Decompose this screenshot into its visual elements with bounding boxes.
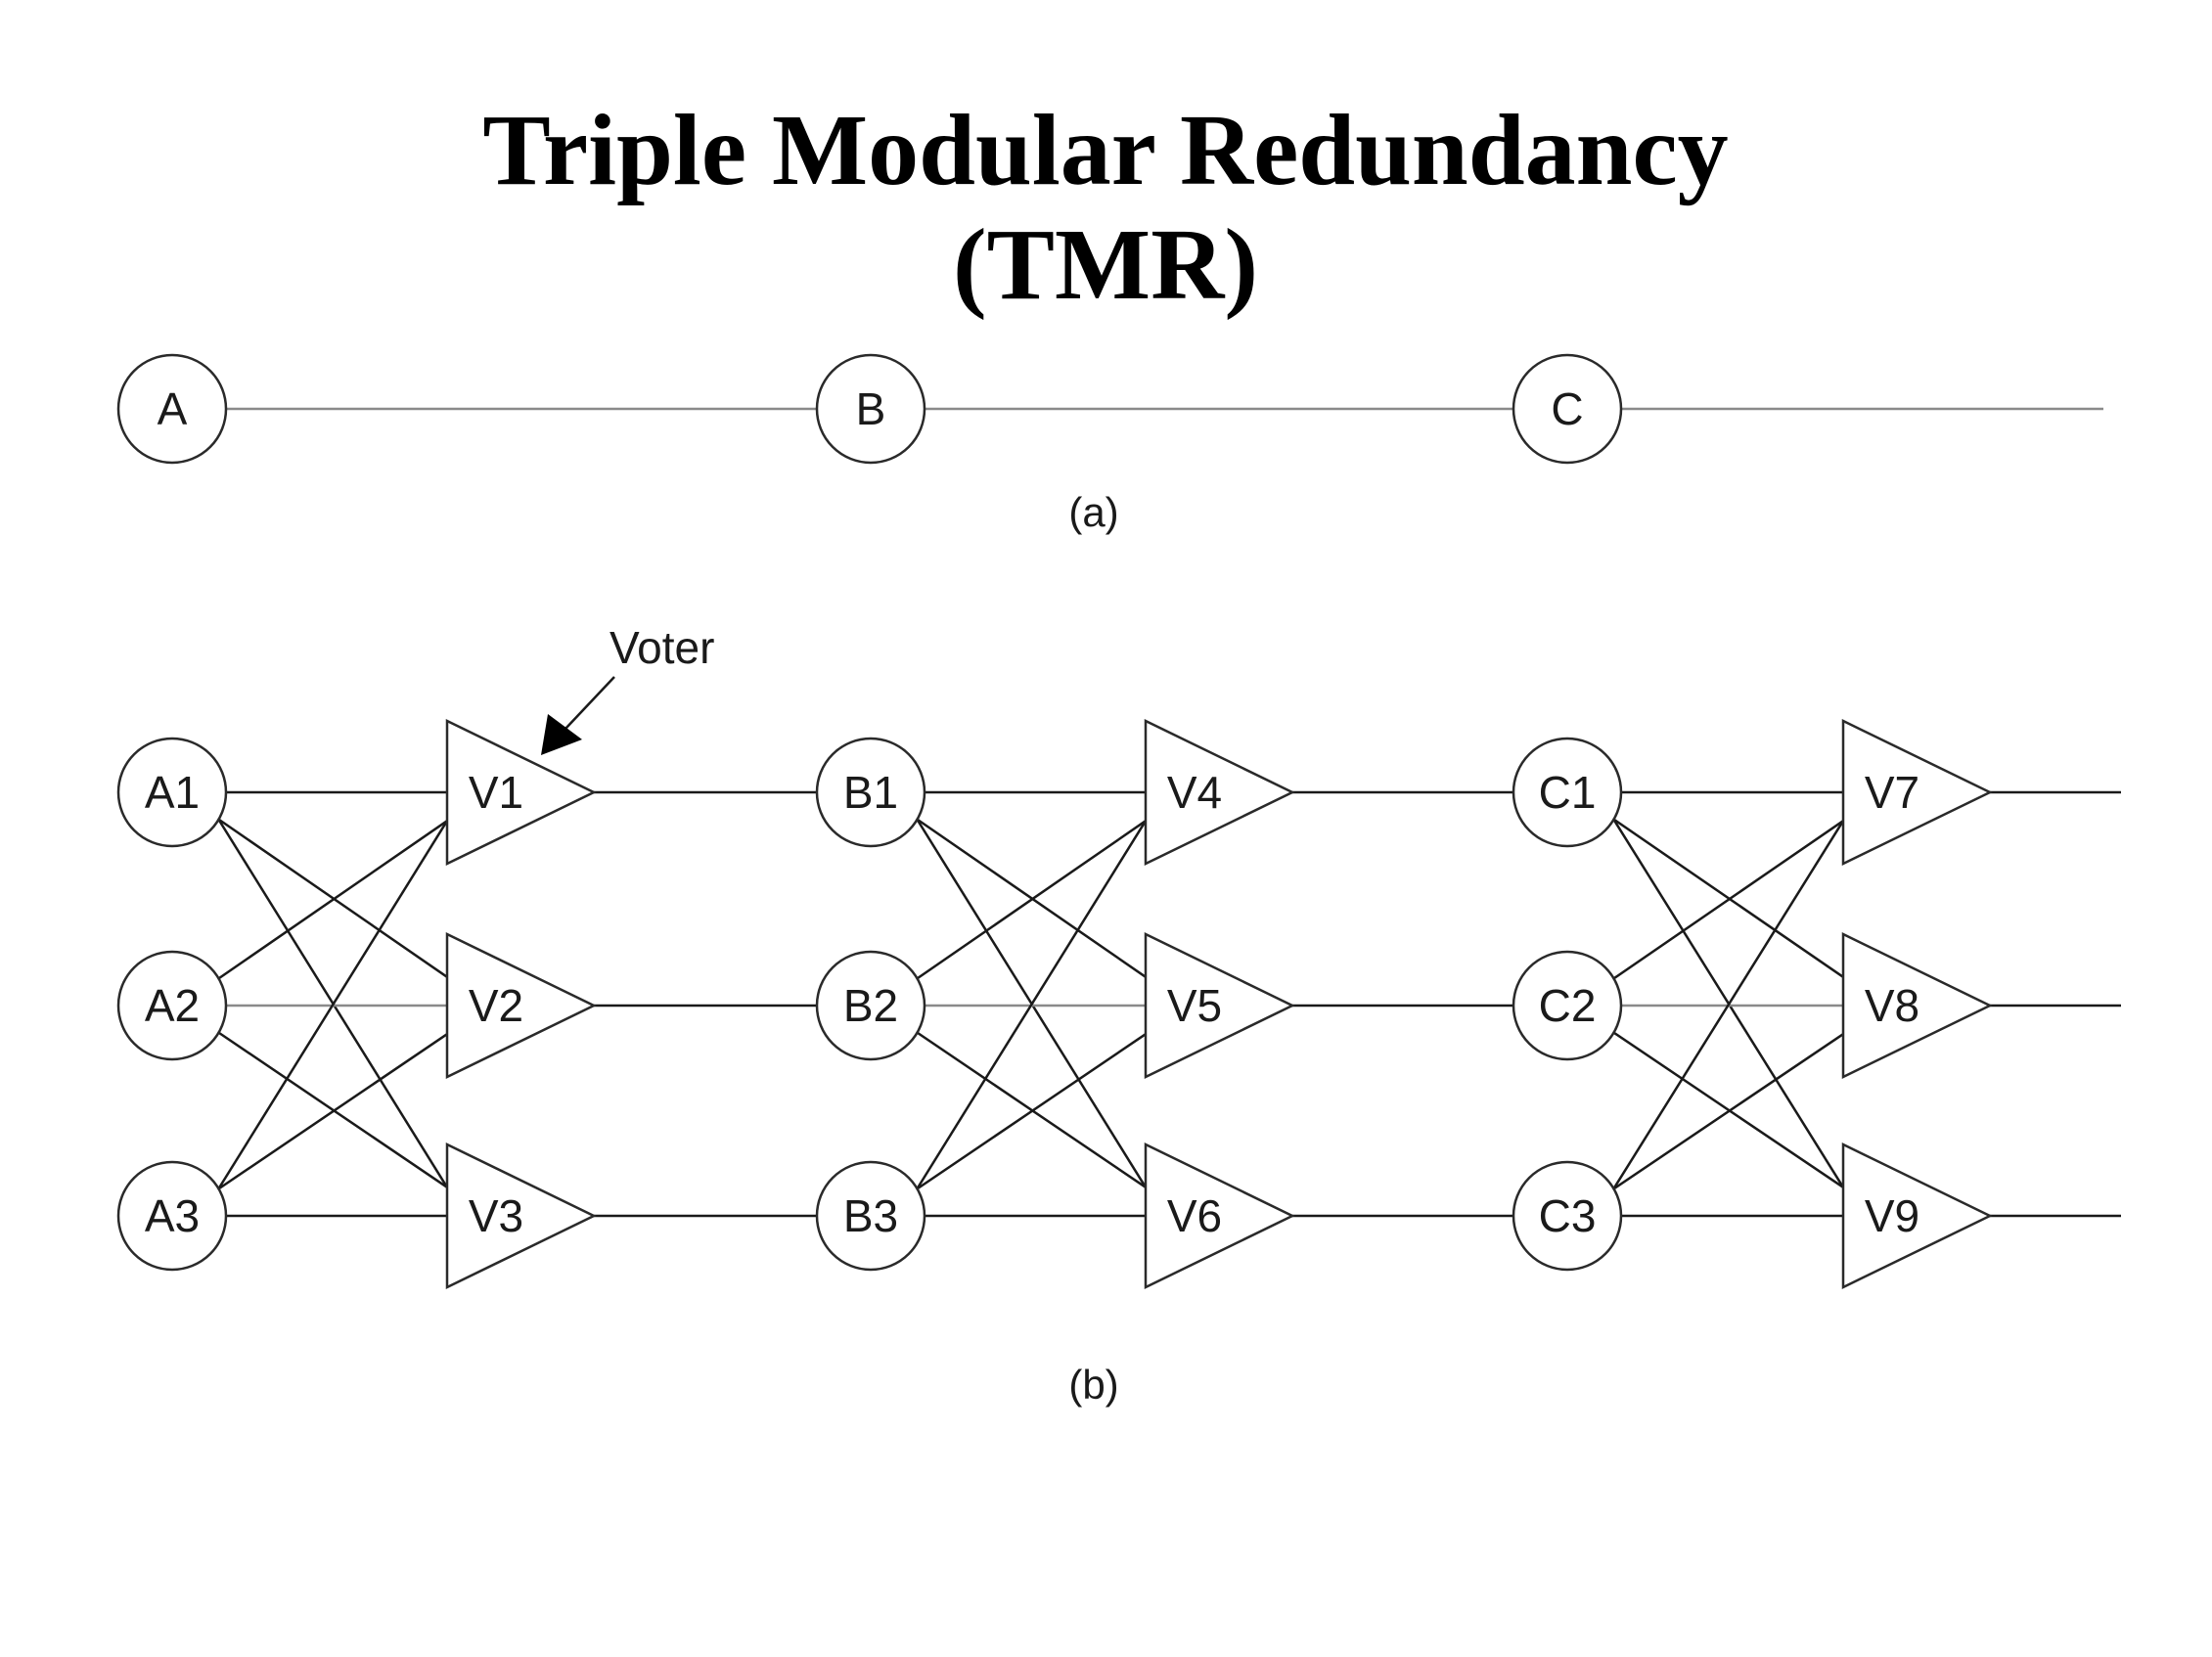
wire-b1-to-v5 — [916, 818, 1147, 978]
module-b-label: B — [856, 383, 886, 434]
voter-annotation-arrowhead — [541, 714, 582, 755]
module-b1-circle — [815, 737, 926, 848]
wire-c1-to-v8 — [1612, 818, 1844, 978]
module-c-circle — [1512, 353, 1623, 465]
module-b3-circle — [815, 1160, 926, 1272]
voter-v5-label: V5 — [1167, 980, 1222, 1031]
voter-v8-triangle — [1841, 932, 1993, 1079]
voter-v6-label: V6 — [1167, 1190, 1222, 1241]
wire-c3-to-v8 — [1612, 1033, 1844, 1190]
module-a1-label: A1 — [145, 767, 200, 818]
wire-a2-to-v1 — [217, 820, 448, 980]
module-a2-circle — [116, 950, 228, 1061]
wire-a3-to-v2 — [217, 1033, 448, 1190]
module-a3-circle — [116, 1160, 228, 1272]
wire-b3-to-v4 — [916, 820, 1148, 1190]
module-c3-circle — [1512, 1160, 1623, 1272]
voter-v4-triangle — [1144, 719, 1295, 866]
wire-b3-to-v5 — [916, 1033, 1147, 1190]
wire-c3-to-v7 — [1612, 820, 1845, 1190]
title-line-2: (TMR) — [953, 208, 1258, 321]
voter-v2-label: V2 — [469, 980, 523, 1031]
module-c1-circle — [1512, 737, 1623, 848]
module-b-circle — [815, 353, 926, 465]
voter-v8-label: V8 — [1865, 980, 1919, 1031]
title-line-1: Triple Modular Redundancy — [482, 94, 1728, 206]
caption-a: (a) — [1068, 489, 1118, 535]
voter-v5-triangle — [1144, 932, 1295, 1079]
voter-v4-label: V4 — [1167, 767, 1222, 818]
module-c-label: C — [1551, 383, 1583, 434]
simplex-chain: A B C — [116, 353, 2103, 465]
voter-v2-triangle — [445, 932, 597, 1079]
voter-v1-label: V1 — [469, 767, 523, 818]
voter-v7-label: V7 — [1865, 767, 1919, 818]
module-a-circle — [116, 353, 228, 465]
module-a1-circle — [116, 737, 228, 848]
module-c2-circle — [1512, 950, 1623, 1061]
wire-b2-to-v4 — [916, 820, 1147, 980]
voter-v7-triangle — [1841, 719, 1993, 866]
voter-v1-triangle — [445, 719, 597, 866]
wire-c2-to-v7 — [1612, 820, 1844, 980]
wire-a3-to-v1 — [217, 820, 449, 1190]
voter-v6-triangle — [1144, 1142, 1295, 1289]
module-c1-label: C1 — [1539, 767, 1597, 818]
wire-c2-to-v9 — [1612, 1031, 1844, 1188]
wire-a2-to-v3 — [217, 1031, 448, 1188]
voter-v9-label: V9 — [1865, 1190, 1919, 1241]
wire-a1-to-v2 — [217, 818, 448, 978]
module-b3-label: B3 — [843, 1190, 898, 1241]
module-c2-label: C2 — [1539, 980, 1597, 1031]
module-a3-label: A3 — [145, 1190, 200, 1241]
voter-v3-triangle — [445, 1142, 597, 1289]
voter-annotation: Voter — [609, 622, 714, 673]
voter-annotation-arrow-line — [564, 676, 615, 730]
module-a2-label: A2 — [145, 980, 200, 1031]
voter-v3-label: V3 — [469, 1190, 523, 1241]
voter-v9-triangle — [1841, 1142, 1993, 1289]
module-b2-circle — [815, 950, 926, 1061]
module-c3-label: C3 — [1539, 1190, 1597, 1241]
wire-b2-to-v6 — [916, 1031, 1147, 1188]
caption-b: (b) — [1068, 1362, 1118, 1408]
module-a-label: A — [158, 383, 188, 434]
module-b1-label: B1 — [843, 767, 898, 818]
module-b2-label: B2 — [843, 980, 898, 1031]
